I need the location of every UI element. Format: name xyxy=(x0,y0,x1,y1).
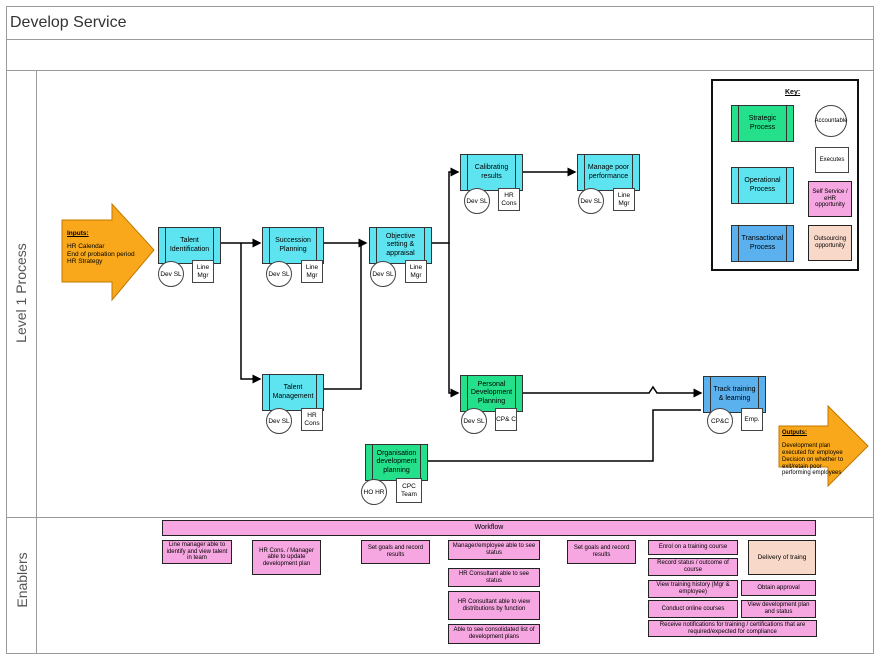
input-line: End of probation period xyxy=(67,250,135,258)
legend-strategic-process: Strategic Process xyxy=(731,105,794,142)
input-line: HR Calendar xyxy=(67,243,105,251)
connector-talent-to-management xyxy=(240,243,262,384)
actor-accountable: Dev SL xyxy=(461,408,487,434)
actor-executes: Line Mgr xyxy=(613,188,635,211)
actor-executes: Line Mgr xyxy=(301,260,323,283)
connector-pdp-to-track xyxy=(523,385,703,398)
legend-transactional-process: Transactional Process xyxy=(731,225,794,262)
enabler-obtain-approval: Obtain approval xyxy=(741,580,816,596)
process-succession-planning[interactable]: Succession Planning xyxy=(262,227,324,264)
legend-label: Strategic Process xyxy=(748,115,777,131)
process-label: Talent Identification xyxy=(169,237,210,253)
inputs-heading: Inputs: xyxy=(67,230,89,237)
actor-executes: Line Mgr xyxy=(192,260,214,283)
outputs-heading: Outputs: xyxy=(782,430,807,436)
outputs-arrow xyxy=(778,404,869,488)
actor-accountable: Dev SL xyxy=(266,261,292,287)
actor-accountable: CP&C xyxy=(707,408,733,434)
actor-accountable: HO HR xyxy=(361,479,387,505)
connector-management-to-objective xyxy=(324,243,362,390)
legend-title: Key: xyxy=(785,89,801,96)
legend-self-service: Self Service / eHR opportunity xyxy=(808,181,852,217)
actor-executes: HR Cons xyxy=(498,188,520,211)
legend-accountable: Accountable xyxy=(814,105,848,137)
process-personal-development-planning[interactable]: Personal Development Planning xyxy=(460,375,523,412)
lane-label-column xyxy=(6,71,37,654)
enabler-receive-notifications: Receive notifications for training / cer… xyxy=(648,620,817,637)
output-line: Decision on whether to exit/retain poor … xyxy=(782,456,844,477)
enabler-view-history: View training history (Mgr & employee) xyxy=(648,580,738,598)
title-bar: Develop Service xyxy=(6,6,874,40)
actor-executes: Emp. xyxy=(741,408,763,431)
legend-executes: Executes xyxy=(815,147,849,173)
enabler-hr-cons-manager: HR Cons. / Manager able to update develo… xyxy=(252,540,321,575)
actor-executes: HR Cons xyxy=(301,408,323,431)
enabler-workflow: Workflow xyxy=(162,520,816,536)
enabler-enrol: Enrol on a training course xyxy=(648,540,738,555)
header-band xyxy=(6,40,874,71)
outputs-text: Outputs: Development plan executed for e… xyxy=(782,430,844,477)
enabler-set-goals-1: Set goals and record results xyxy=(361,540,430,564)
output-line: Development plan executed for employee xyxy=(782,442,843,456)
enabler-delivery: Delivery of traing xyxy=(748,540,816,575)
legend-outsourcing: Outsourcing opportunity xyxy=(808,225,852,261)
actor-executes: CPC Team xyxy=(396,478,422,503)
legend-label: Operational Process xyxy=(744,177,781,193)
lane-divider xyxy=(6,517,874,518)
process-label: Talent Management xyxy=(272,384,314,400)
process-talent-identification[interactable]: Talent Identification xyxy=(158,227,221,264)
legend-label: Transactional Process xyxy=(741,235,784,251)
actor-accountable: Dev SL xyxy=(578,188,604,214)
process-label: Organisation development planning xyxy=(376,450,417,474)
process-manage-poor-performance[interactable]: Manage poor performance xyxy=(577,154,640,191)
inputs-text: Inputs: HR Calendar End of probation per… xyxy=(67,230,137,266)
process-label: Personal Development Planning xyxy=(470,381,513,405)
inputs-arrow xyxy=(61,202,155,302)
process-label: Succession Planning xyxy=(275,237,311,253)
process-objective-setting[interactable]: Objective setting & appraisal xyxy=(369,227,432,264)
process-label: Track training & learning xyxy=(713,386,756,402)
enabler-hr-consultant-distributions: HR Consultant able to view distributions… xyxy=(448,591,540,620)
process-label: Objective setting & appraisal xyxy=(385,233,416,257)
connector-objective-to-calibrating xyxy=(432,167,460,244)
enabler-manager-employee-status: Manager/employee able to see status xyxy=(448,540,540,560)
page-title: Develop Service xyxy=(10,14,127,31)
input-line: HR Strategy xyxy=(67,258,103,266)
actor-executes: Line Mgr xyxy=(405,260,427,283)
process-label: Calibrating results xyxy=(474,164,509,180)
connector-objective-to-pdp xyxy=(448,243,460,398)
actor-accountable: Dev SL xyxy=(464,188,490,214)
actor-accountable: Dev SL xyxy=(266,408,292,434)
actor-executes: CP& C xyxy=(495,408,517,431)
enabler-hr-consultant-status: HR Consultant able to see status xyxy=(448,568,540,587)
legend-operational-process: Operational Process xyxy=(731,167,794,204)
enabler-consolidated-list: Able to see consolidated list of develop… xyxy=(448,624,540,644)
actor-accountable: Dev SL xyxy=(158,261,184,287)
process-label: Manage poor performance xyxy=(587,164,630,180)
connector-org-to-track xyxy=(428,409,701,462)
process-organisation-development-planning[interactable]: Organisation development planning xyxy=(365,444,428,481)
process-track-training[interactable]: Track training & learning xyxy=(703,376,766,413)
enabler-conduct-online: Conduct online courses xyxy=(648,600,738,618)
actor-accountable: Dev SL xyxy=(370,261,396,287)
legend-key: Key: Strategic Process Operational Proce… xyxy=(711,79,859,271)
process-calibrating-results[interactable]: Calibrating results xyxy=(460,154,523,191)
enabler-view-dev-plan: View development plan and status xyxy=(741,600,816,618)
enabler-set-goals-2: Set goals and record results xyxy=(567,540,636,564)
enabler-record-status: Record status / outcome of course xyxy=(648,558,738,576)
enabler-line-manager: Line manager able to identify and view t… xyxy=(162,540,232,564)
process-talent-management[interactable]: Talent Management xyxy=(262,374,324,411)
